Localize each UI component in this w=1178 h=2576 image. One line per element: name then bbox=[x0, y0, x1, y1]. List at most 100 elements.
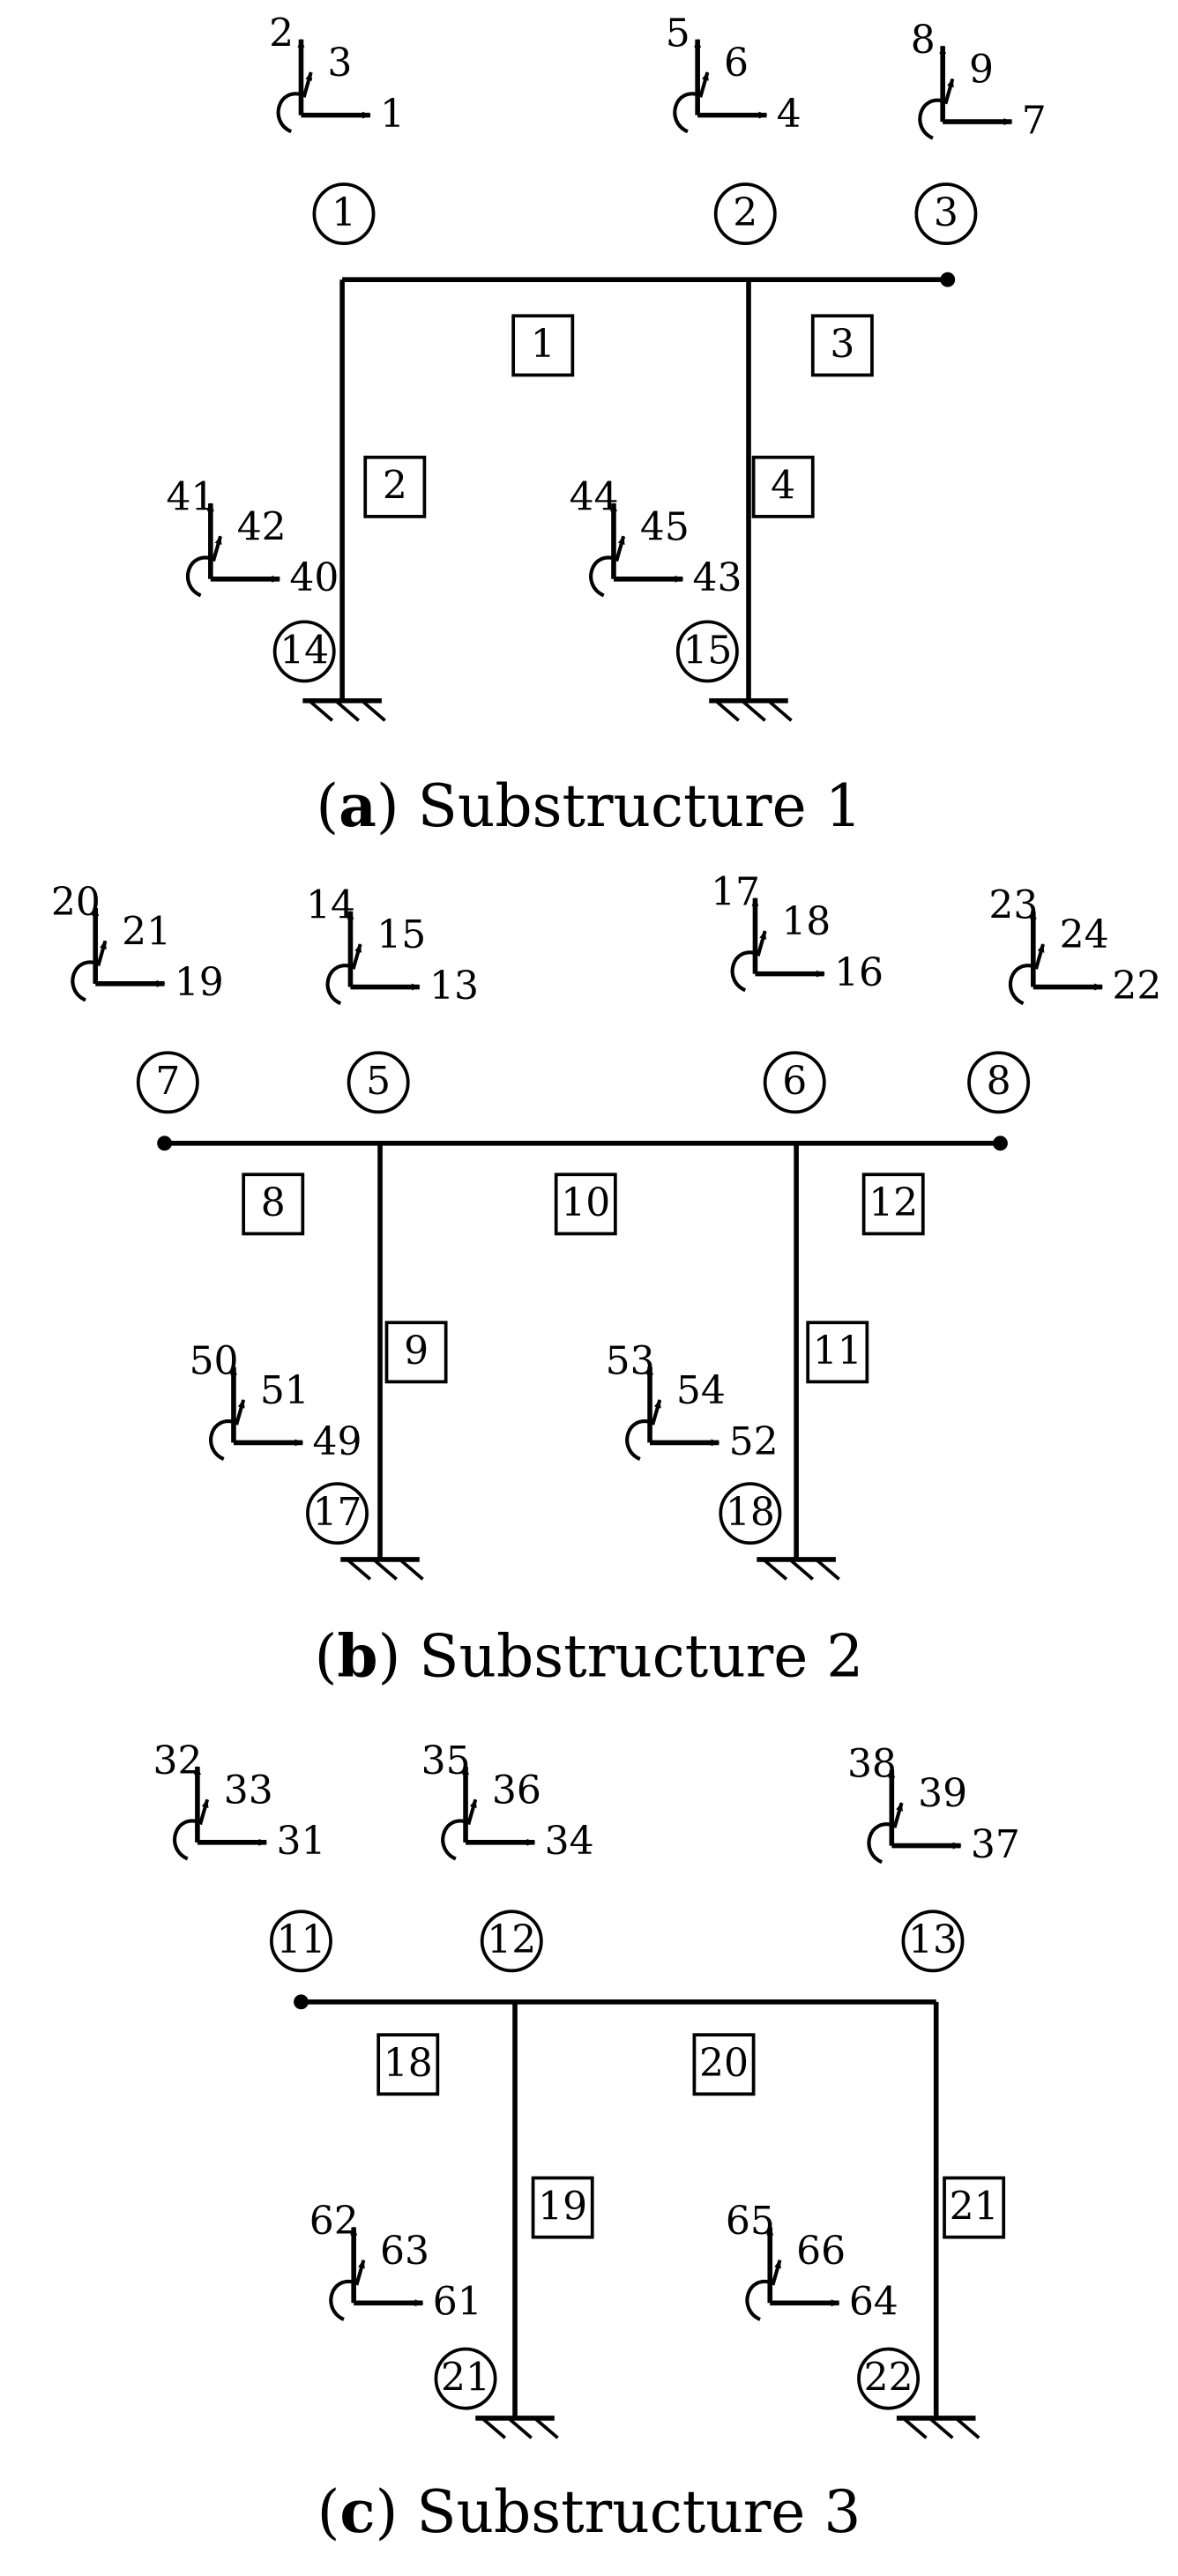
caption-letter: c bbox=[339, 2477, 375, 2546]
node-label: 17 bbox=[306, 1482, 369, 1545]
dof-y-number: 62 bbox=[309, 2199, 359, 2244]
element-number: 12 bbox=[869, 1180, 918, 1225]
node-circle bbox=[719, 1482, 782, 1545]
dof-rotation-arc bbox=[589, 535, 626, 598]
support-hatch bbox=[533, 2416, 559, 2439]
node-circle bbox=[914, 182, 978, 246]
node-number: 17 bbox=[313, 1490, 362, 1535]
dof-rotation-arc bbox=[173, 1798, 210, 1861]
caption-paren: ( bbox=[317, 2478, 340, 2546]
support-hatch bbox=[714, 699, 741, 722]
caption-paren: ( bbox=[315, 1623, 338, 1691]
fixed-support bbox=[896, 2416, 980, 2439]
caption-paren: ) bbox=[378, 1623, 401, 1691]
caption-letter: b bbox=[337, 1622, 377, 1691]
node-label: 6 bbox=[763, 1051, 826, 1114]
element-label: 4 bbox=[751, 455, 815, 518]
caption-text: Substructure 1 bbox=[399, 772, 862, 840]
node-circle bbox=[312, 182, 376, 246]
dof-y-number: 23 bbox=[988, 882, 1038, 927]
dof-r-number: 24 bbox=[1060, 912, 1109, 957]
node-number: 6 bbox=[782, 1059, 807, 1104]
element-number: 4 bbox=[771, 464, 795, 509]
node-number: 7 bbox=[155, 1059, 180, 1104]
dof-symbol: 456 bbox=[666, 11, 801, 137]
caption-paren: ( bbox=[316, 772, 339, 840]
dof-symbol: 52 53 54 bbox=[606, 1338, 779, 1463]
node-label: 14 bbox=[272, 620, 336, 683]
fixed-support bbox=[709, 698, 793, 722]
dof-x-number: 37 bbox=[971, 1822, 1020, 1867]
node-label: 2 bbox=[713, 182, 777, 246]
element-label: 1 bbox=[511, 314, 575, 377]
dof-rotation-arc bbox=[325, 943, 362, 1006]
dof-y-number: 17 bbox=[711, 870, 760, 915]
element-label: 2 bbox=[363, 455, 427, 518]
node-label: 15 bbox=[675, 620, 739, 683]
dof-x-number: 7 bbox=[1022, 98, 1047, 143]
dof-r-number: 9 bbox=[969, 48, 994, 93]
caption-text: Substructure 3 bbox=[398, 2478, 861, 2546]
node-label: 18 bbox=[719, 1482, 782, 1545]
dof-rotation-arc bbox=[209, 1398, 246, 1461]
element-label: 11 bbox=[806, 1321, 869, 1384]
element-label: 12 bbox=[861, 1173, 925, 1236]
dof-y-number: 38 bbox=[847, 1742, 897, 1787]
node-label: 22 bbox=[857, 2347, 921, 2410]
dof-y-number: 65 bbox=[726, 2199, 775, 2244]
node-circle bbox=[763, 1051, 826, 1114]
node-circle bbox=[270, 1910, 332, 1973]
caption-text: Substructure 2 bbox=[400, 1623, 863, 1691]
caption: (b) Substructure 2 bbox=[315, 1622, 864, 1691]
free-end-dot bbox=[940, 272, 956, 287]
node-label: 7 bbox=[136, 1051, 199, 1114]
dof-y-number: 50 bbox=[190, 1338, 239, 1383]
dof-y-number: 53 bbox=[606, 1338, 655, 1383]
dof-rotation-arc bbox=[276, 71, 313, 134]
support-hatch bbox=[954, 2416, 980, 2439]
dof-x-number: 1 bbox=[380, 92, 405, 137]
caption-letter: a bbox=[339, 771, 377, 840]
dof-x-number: 43 bbox=[693, 555, 742, 600]
support-hatch bbox=[346, 1558, 372, 1581]
element-box bbox=[692, 2033, 756, 2096]
caption: (c) Substructure 3 bbox=[317, 2477, 861, 2546]
dof-r-number: 15 bbox=[377, 912, 426, 957]
element-number: 20 bbox=[699, 2041, 749, 2086]
dof-x-number: 16 bbox=[834, 950, 884, 995]
element-box bbox=[943, 2176, 1006, 2239]
dof-r-number: 45 bbox=[640, 504, 690, 549]
dof-rotation-arc bbox=[745, 2259, 782, 2321]
dof-x-number: 64 bbox=[849, 2280, 898, 2325]
dof-r-number: 42 bbox=[237, 504, 287, 549]
support-hatch bbox=[767, 699, 793, 722]
node-circle bbox=[857, 2347, 921, 2410]
node-number: 5 bbox=[366, 1059, 391, 1104]
dof-y-number: 20 bbox=[51, 880, 101, 925]
dof-rotation-arc bbox=[186, 535, 223, 598]
free-end-dot bbox=[294, 1994, 309, 2010]
element-label: 10 bbox=[554, 1173, 617, 1236]
support-hatch bbox=[308, 699, 334, 722]
element-box bbox=[511, 314, 575, 377]
node-circle bbox=[272, 620, 336, 683]
dof-x-number: 19 bbox=[175, 960, 224, 1005]
element-box bbox=[810, 314, 874, 377]
dof-y-number: 14 bbox=[306, 882, 355, 927]
dof-x-number: 31 bbox=[276, 1819, 325, 1864]
element-number: 9 bbox=[404, 1329, 429, 1374]
dof-r-number: 54 bbox=[676, 1368, 726, 1413]
node-circle bbox=[675, 620, 739, 683]
element-label: 20 bbox=[692, 2033, 756, 2096]
dof-x-number: 52 bbox=[729, 1419, 779, 1464]
node-circle bbox=[136, 1051, 199, 1114]
dof-rotation-arc bbox=[71, 940, 108, 1002]
dof-x-number: 61 bbox=[433, 2280, 482, 2325]
